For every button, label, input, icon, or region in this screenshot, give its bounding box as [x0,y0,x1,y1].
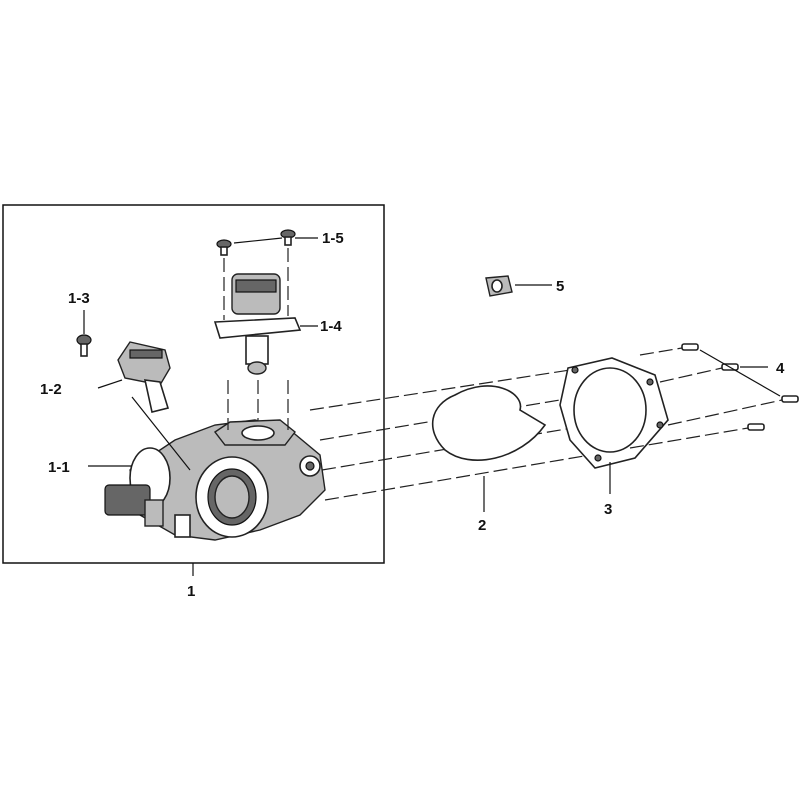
callout-2: 2 [478,517,486,534]
callout-5: 5 [556,278,564,295]
callout-1-2: 1-2 [40,381,62,398]
nut-5 [485,275,513,297]
guide-line [639,347,683,356]
leader-1-2 [97,379,123,389]
bolts-4 [681,343,799,431]
guide-line [629,427,749,449]
callout-1-5: 1-5 [322,230,344,247]
callout-4: 4 [776,360,785,377]
alignment-line [309,369,571,411]
screw-1-3 [76,334,92,357]
throttle-body [104,419,326,541]
callout-1-3: 1-3 [68,290,90,307]
guide-line [659,367,723,383]
guide-line [667,399,783,426]
alignment-line [324,454,591,501]
leader-line [699,349,781,397]
leader-line [131,396,191,471]
leader-line [233,237,283,244]
callout-1-4: 1-4 [320,318,342,335]
callout-1-1: 1-1 [48,459,70,476]
idle-air-control-valve [213,273,302,375]
callout-1: 1 [187,583,195,600]
o-ring-gasket [431,385,547,461]
gasket-plate [559,357,669,469]
screws-1-5 [216,229,296,256]
throttle-position-sensor [117,341,171,413]
callout-3: 3 [604,501,612,518]
